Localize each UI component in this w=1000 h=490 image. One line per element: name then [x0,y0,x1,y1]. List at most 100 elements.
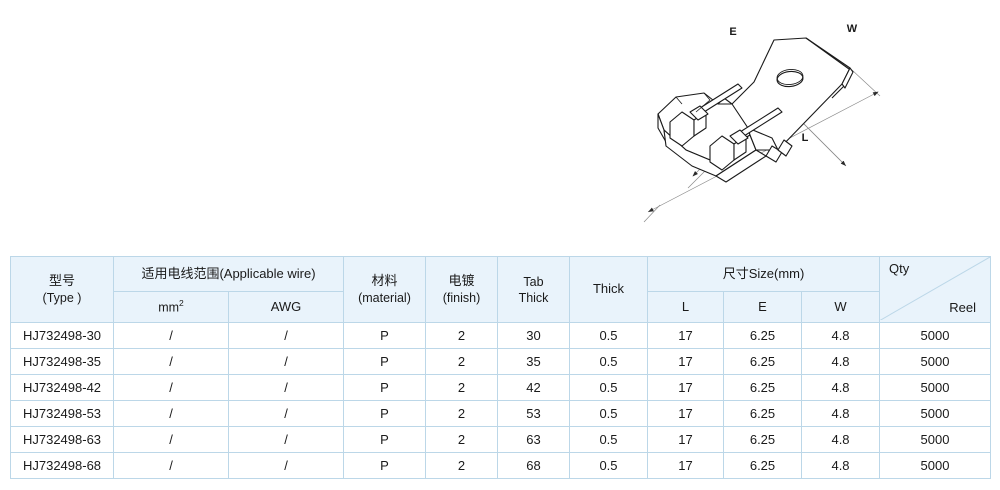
col-header-thick: Thick [569,256,648,323]
cell-thick: 0.5 [569,322,648,349]
cell-size-l: 17 [647,348,724,375]
cell-awg: / [228,374,344,401]
cell-type: HJ732498-30 [10,322,114,349]
dimension-label-e: E [729,26,736,38]
cell-tab-thick: 30 [497,322,570,349]
cell-size-l: 17 [647,426,724,453]
blade-to-body-shoulder [747,127,779,151]
cell-reel: 5000 [879,348,992,375]
cell-reel: 5000 [879,426,992,453]
col-header-size-e: E [723,291,802,323]
table-row: HJ732498-53 / / P 2 53 0.5 17 6.25 4.8 5… [10,400,992,427]
crimp-prong-1-base [689,105,709,121]
cell-reel: 5000 [879,374,992,401]
specification-table-container: 型号 (Type ) 适用电线范围(Applicable wire) 材料 (m… [10,256,992,479]
col-header-size-l: L [647,291,724,323]
cell-size-l: 17 [647,322,724,349]
cell-finish: 2 [425,400,498,427]
cell-size-l: 17 [647,400,724,427]
cell-tab-thick: 63 [497,426,570,453]
table-row: HJ732498-30 / / P 2 30 0.5 17 6.25 4.8 5… [10,322,992,349]
cell-size-e: 6.25 [723,374,802,401]
cell-tab-thick: 53 [497,400,570,427]
l-extension-top [851,69,881,97]
cell-size-e: 6.25 [723,426,802,453]
cell-material: P [343,426,426,453]
cell-tab-thick: 68 [497,452,570,479]
header-row-top: 型号 (Type ) 适用电线范围(Applicable wire) 材料 (m… [10,256,992,323]
col-header-mm2: mm2 [113,291,229,323]
tab-mounting-hole-inner [776,68,804,86]
col-header-qty-reel: Qty Reel [879,256,992,323]
col-header-tab-thick-line2: Thick [518,290,549,305]
table-row: HJ732498-42 / / P 2 42 0.5 17 6.25 4.8 5… [10,374,992,401]
cell-reel: 5000 [879,452,992,479]
col-header-tab-thick: Tab Thick [497,256,570,323]
col-header-finish-en: (finish) [442,290,481,305]
product-technical-drawing: E W L [600,0,1000,248]
specification-table: 型号 (Type ) 适用电线范围(Applicable wire) 材料 (m… [10,256,992,479]
cell-size-w: 4.8 [800,348,881,375]
col-header-material-cn: 材料 [371,273,398,289]
cell-thick: 0.5 [569,426,648,453]
cell-reel: 5000 [879,400,992,427]
col-header-type: 型号 (Type ) [10,256,114,323]
cell-finish: 2 [425,452,498,479]
cell-type: HJ732498-35 [10,348,114,375]
cell-finish: 2 [425,374,498,401]
col-header-reel: Reel [949,300,977,316]
cell-size-l: 17 [647,452,724,479]
cell-finish: 2 [425,322,498,349]
cell-material: P [343,452,426,479]
col-header-mm2-sup: 2 [179,298,184,309]
cell-size-e: 6.25 [723,348,802,375]
dimension-label-w: W [847,23,858,35]
col-header-finish-cn: 电镀 [448,273,475,289]
cell-mm2: / [113,348,229,375]
cell-tab-thick: 35 [497,348,570,375]
col-header-type-en: (Type ) [42,290,82,305]
cell-material: P [343,374,426,401]
cell-material: P [343,400,426,427]
table-body: HJ732498-30 / / P 2 30 0.5 17 6.25 4.8 5… [10,322,992,479]
cell-tab-thick: 42 [497,374,570,401]
table-row: HJ732498-68 / / P 2 68 0.5 17 6.25 4.8 5… [10,452,992,479]
cell-type: HJ732498-68 [10,452,114,479]
cell-type: HJ732498-63 [10,426,114,453]
cell-mm2: / [113,374,229,401]
cell-mm2: / [113,452,229,479]
carrier-lock-tab [777,139,793,157]
cell-mm2: / [113,400,229,427]
dimension-label-l: L [802,132,809,144]
cell-awg: / [228,348,344,375]
cell-size-w: 4.8 [800,452,881,479]
l-extension-bottom [643,204,661,223]
cell-mm2: / [113,322,229,349]
col-header-mm2-base: mm [158,300,180,315]
table-row: HJ732498-35 / / P 2 35 0.5 17 6.25 4.8 5… [10,348,992,375]
cell-size-e: 6.25 [723,322,802,349]
table-head: 型号 (Type ) 适用电线范围(Applicable wire) 材料 (m… [10,256,992,323]
cell-size-e: 6.25 [723,400,802,427]
cell-thick: 0.5 [569,452,648,479]
col-header-size-group: 尺寸Size(mm) [646,256,881,292]
l-dimension-line [647,91,879,213]
cell-awg: / [228,400,344,427]
body-detail-line-1 [695,92,711,113]
col-header-size-w: W [800,291,881,323]
table-row: HJ732498-63 / / P 2 63 0.5 17 6.25 4.8 5… [10,426,992,453]
cell-reel: 5000 [879,322,992,349]
tab-edge-thickness [841,67,854,89]
col-header-tab-thick-line1: Tab [523,274,544,289]
body-detail-line-2 [675,96,683,105]
cell-mm2: / [113,426,229,453]
cell-size-w: 4.8 [800,400,881,427]
crimp-prong-2-base [729,129,749,145]
cell-awg: / [228,452,344,479]
col-header-finish: 电镀 (finish) [425,256,498,323]
cell-size-l: 17 [647,374,724,401]
tab-top-chamfer [805,37,850,70]
cell-thick: 0.5 [569,374,648,401]
col-header-applicable-wire: 适用电线范围(Applicable wire) [113,256,344,292]
cell-awg: / [228,322,344,349]
